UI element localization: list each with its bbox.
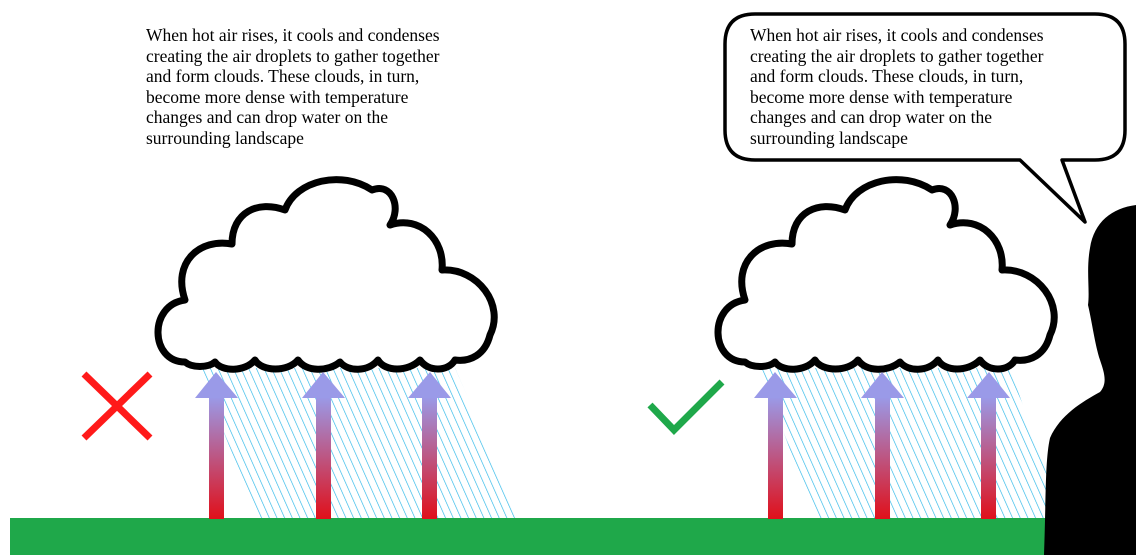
caption-left: When hot air rises, it cools and condens… — [146, 25, 526, 148]
rain-area — [760, 368, 1062, 518]
cloud — [158, 180, 494, 370]
speaker-silhouette — [1044, 205, 1136, 555]
left-panel — [84, 180, 520, 519]
checkmark-icon — [650, 382, 722, 430]
cross-icon — [84, 374, 150, 438]
rain-area — [198, 368, 520, 518]
ground — [10, 518, 1136, 555]
cloud — [718, 180, 1054, 370]
speech-bubble-text: When hot air rises, it cools and condens… — [750, 25, 1120, 148]
